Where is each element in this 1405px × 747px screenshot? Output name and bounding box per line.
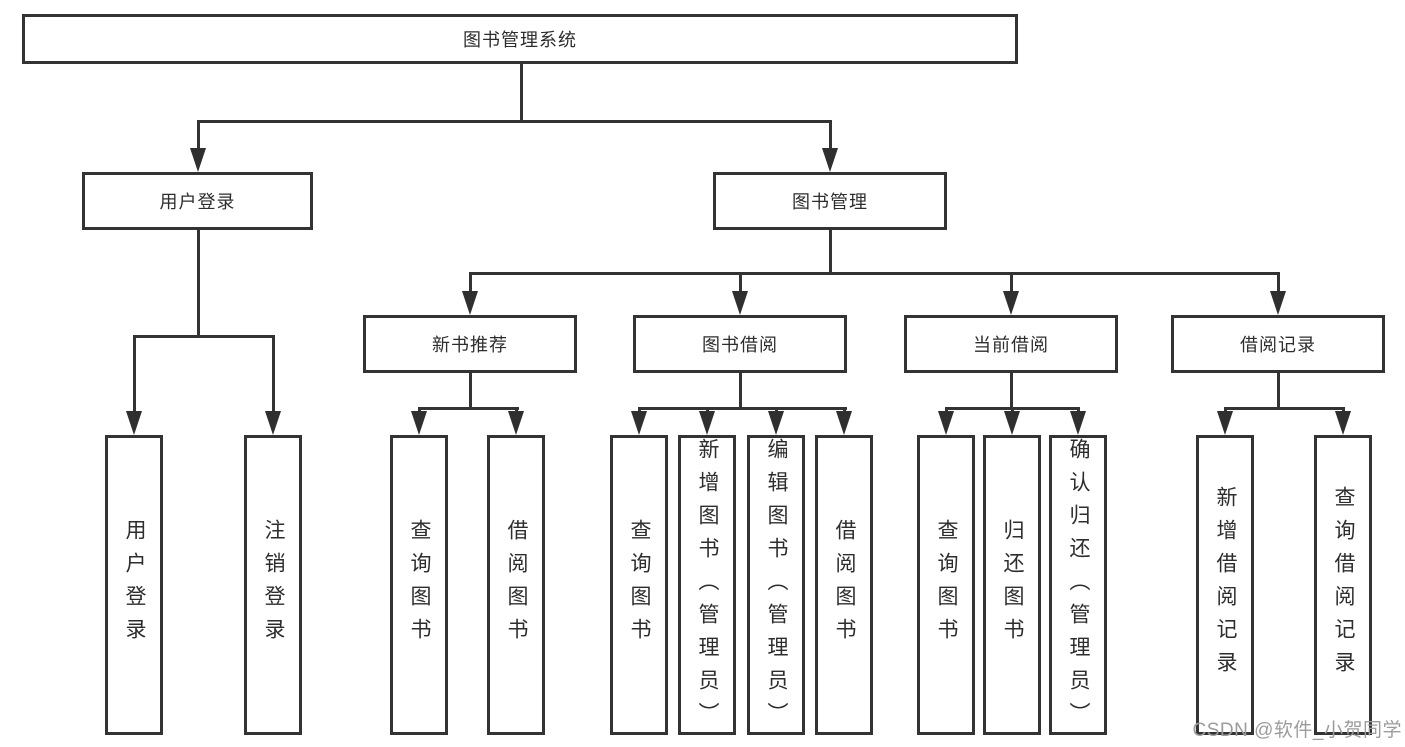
leaf-recommend-borrow-books-label: 借阅图书: [505, 519, 529, 651]
connector-line: [197, 120, 200, 152]
connector-line: [520, 62, 523, 122]
arrow-down-icon: [1335, 411, 1351, 435]
leaf-current-query-books: 查询图书: [917, 435, 975, 735]
leaf-query-borrow-record: 查询借阅记录: [1314, 435, 1372, 735]
connector-line: [1277, 272, 1280, 293]
leaf-borrow-books-label: 借阅图书: [833, 519, 857, 651]
node-new-book-recommend-label: 新书推荐: [432, 335, 508, 355]
connector-line: [739, 373, 742, 409]
leaf-add-borrow-record: 新增借阅记录: [1196, 435, 1254, 735]
connector-line: [1277, 373, 1280, 409]
leaf-recommend-query-books-label: 查询图书: [408, 519, 432, 651]
leaf-confirm-return-admin-label: 确认归还（管理员）: [1067, 438, 1091, 735]
connector-line: [469, 373, 472, 409]
leaf-borrow-query-books: 查询图书: [610, 435, 668, 735]
leaf-user-login-label: 用户登录: [123, 519, 147, 651]
leaf-current-query-books-label: 查询图书: [935, 519, 959, 651]
arrow-down-icon: [1217, 411, 1233, 435]
arrow-down-icon: [631, 411, 647, 435]
connector-line: [1010, 373, 1013, 409]
arrow-down-icon: [699, 411, 715, 435]
connector-line: [272, 335, 275, 415]
node-user-login: 用户登录: [82, 172, 313, 230]
leaf-return-books-label: 归还图书: [1001, 519, 1025, 651]
arrow-down-icon: [411, 411, 427, 435]
leaf-add-books-admin: 新增图书（管理员）: [678, 435, 736, 735]
connector-line: [1010, 272, 1013, 293]
node-book-borrow-label: 图书借阅: [702, 335, 778, 355]
leaf-logout: 注销登录: [244, 435, 302, 735]
node-book-management: 图书管理: [713, 172, 947, 230]
leaf-recommend-borrow-books: 借阅图书: [487, 435, 545, 735]
arrow-down-icon: [265, 411, 281, 435]
leaf-edit-books-admin: 编辑图书（管理员）: [747, 435, 805, 735]
connector-line: [638, 407, 847, 410]
connector-line: [1224, 407, 1345, 410]
node-root: 图书管理系统: [22, 14, 1018, 64]
leaf-borrow-query-books-label: 查询图书: [628, 519, 652, 651]
arrow-down-icon: [938, 411, 954, 435]
connector-line: [418, 407, 519, 410]
leaf-query-borrow-record-label: 查询借阅记录: [1332, 486, 1356, 684]
connector-line: [829, 230, 832, 274]
arrow-down-icon: [508, 411, 524, 435]
node-current-borrow-label: 当前借阅: [973, 335, 1049, 355]
arrow-down-icon: [126, 411, 142, 435]
connector-line: [197, 230, 200, 337]
leaf-logout-label: 注销登录: [262, 519, 286, 651]
leaf-add-books-admin-label: 新增图书（管理员）: [696, 438, 720, 735]
node-user-login-label: 用户登录: [159, 192, 236, 212]
node-new-book-recommend: 新书推荐: [363, 315, 577, 373]
leaf-user-login: 用户登录: [105, 435, 163, 735]
arrow-down-icon: [1070, 411, 1086, 435]
arrow-down-icon: [1003, 291, 1019, 315]
leaf-return-books: 归还图书: [983, 435, 1041, 735]
arrow-down-icon: [732, 291, 748, 315]
arrow-down-icon: [190, 148, 206, 172]
connector-line: [829, 120, 832, 152]
arrow-down-icon: [1270, 291, 1286, 315]
connector-line: [133, 335, 136, 415]
arrow-down-icon: [768, 411, 784, 435]
arrow-down-icon: [822, 148, 838, 172]
leaf-borrow-books: 借阅图书: [815, 435, 873, 735]
csdn-watermark: CSDN @软件_小贺同学: [1192, 720, 1402, 741]
connector-line: [133, 335, 275, 338]
leaf-edit-books-admin-label: 编辑图书（管理员）: [765, 438, 789, 735]
arrow-down-icon: [1004, 411, 1020, 435]
node-borrow-records-label: 借阅记录: [1240, 335, 1316, 355]
leaf-recommend-query-books: 查询图书: [390, 435, 448, 735]
leaf-add-borrow-record-label: 新增借阅记录: [1214, 486, 1238, 684]
arrow-down-icon: [462, 291, 478, 315]
arrow-down-icon: [836, 411, 852, 435]
node-borrow-records: 借阅记录: [1171, 315, 1385, 373]
leaf-confirm-return-admin: 确认归还（管理员）: [1049, 435, 1107, 735]
connector-line: [469, 272, 1280, 275]
connector-line: [197, 120, 832, 123]
connector-line: [469, 272, 472, 293]
connector-line: [739, 272, 742, 293]
node-book-management-label: 图书管理: [792, 192, 868, 212]
node-book-borrow: 图书借阅: [633, 315, 847, 373]
node-current-borrow: 当前借阅: [904, 315, 1118, 373]
node-root-label: 图书管理系统: [463, 30, 577, 50]
